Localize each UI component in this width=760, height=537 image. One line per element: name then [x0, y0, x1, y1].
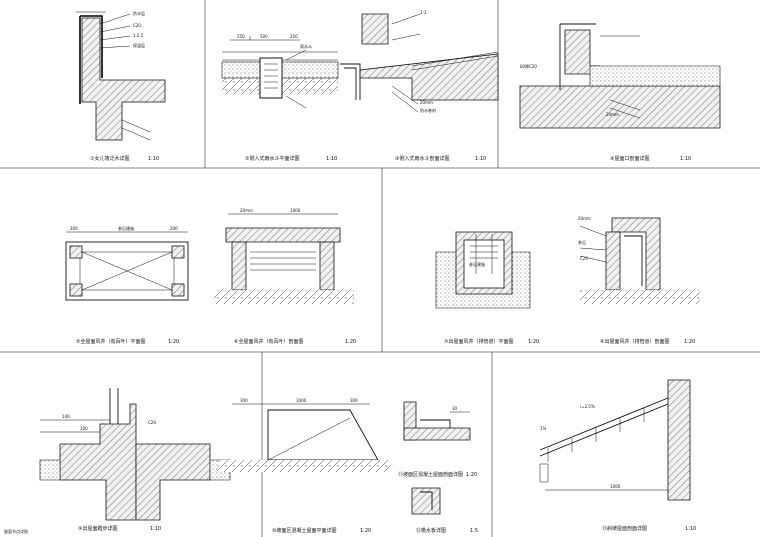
- detail-1-scale: 1:10: [148, 156, 159, 162]
- detail-11-scale: 1:20: [466, 472, 477, 478]
- detail-13-scale: 1:10: [685, 526, 696, 532]
- detail-12-scale: 1:5: [470, 528, 478, 534]
- svg-text:参见建施: 参见建施: [469, 261, 485, 267]
- svg-text:30: 30: [452, 406, 458, 411]
- detail-4-scale: 1:10: [680, 156, 691, 162]
- detail-13-caption: ⑬斜坡屋面剖面详图: [602, 525, 647, 532]
- detail-8-caption: ⑧出屋面风井（排管道）剖面图: [600, 338, 669, 345]
- svg-text:1000: 1000: [296, 398, 307, 403]
- detail-8: 20mm 参见 C20 ⑧出屋面风井（排管道）剖面图 1:20: [578, 216, 700, 345]
- detail-1: 防水层 C20 1:2.5 保温层 ①女儿墙泛水详图 1:10: [76, 10, 166, 162]
- detail-11: 30 ⑪坡面区混凝土屋面剖面详图 1:20: [398, 401, 477, 478]
- detail-3-scale: 1:10: [475, 156, 486, 162]
- svg-text:C20: C20: [133, 23, 141, 28]
- detail-10-caption: ⑩坡面区混凝土屋面平面详图: [272, 527, 336, 534]
- detail-12: ⑫檐水板详图 1:5: [411, 487, 478, 534]
- svg-text:250: 250: [237, 34, 245, 39]
- svg-text:20mm: 20mm: [240, 208, 253, 213]
- detail-6-scale: 1:20: [345, 339, 356, 345]
- svg-text:200: 200: [70, 226, 78, 231]
- detail-11-caption: ⑪坡面区混凝土屋面剖面详图: [398, 471, 463, 478]
- detail-10: 300 1000 300 ⑩坡面区混凝土屋面平面详图 1:20: [218, 398, 390, 534]
- svg-text:1:2.5: 1:2.5: [133, 33, 144, 38]
- detail-1-caption: ①女儿墙泛水详图: [90, 155, 129, 162]
- svg-text:300: 300: [240, 398, 248, 403]
- detail-2: 250 500 250 雨水斗 ②侧入式雨水斗平面详图 1:10: [221, 34, 339, 162]
- svg-text:20mm: 20mm: [578, 216, 591, 221]
- detail-2-scale: 1:10: [326, 156, 337, 162]
- svg-text:100: 100: [80, 426, 88, 431]
- detail-5-caption: ⑤全屋面风井（有百叶）平面图: [76, 338, 145, 345]
- detail-7: 参见建施 ⑦出屋面风井（排管道）平面图 1:20: [435, 231, 539, 345]
- svg-text:20mm: 20mm: [606, 112, 619, 117]
- svg-text:雨水斗: 雨水斗: [300, 43, 312, 49]
- detail-4-caption: ④屋面口剖面详图: [610, 155, 649, 162]
- svg-text:参见: 参见: [578, 239, 586, 245]
- svg-text:1:3: 1:3: [420, 10, 427, 15]
- svg-text:250: 250: [290, 34, 298, 39]
- svg-text:200: 200: [170, 226, 178, 231]
- detail-4: 60厚C20 20mm ④屋面口剖面详图 1:10: [519, 23, 721, 162]
- detail-6: 20mm 1000 ⑥全屋面风井（有百叶）剖面图 1:20: [214, 208, 356, 345]
- detail-9-scale: 1:10: [150, 526, 161, 532]
- detail-2-caption: ②侧入式雨水斗平面详图: [245, 155, 299, 162]
- svg-text:C20: C20: [148, 420, 156, 425]
- detail-10-scale: 1:20: [360, 528, 371, 534]
- detail-6-caption: ⑥全屋面风井（有百叶）剖面图: [234, 338, 303, 345]
- svg-text:60厚C20: 60厚C20: [520, 64, 537, 69]
- svg-text:1000: 1000: [290, 208, 301, 213]
- svg-text:防水层: 防水层: [133, 10, 145, 16]
- detail-12-caption: ⑫檐水板详图: [416, 527, 446, 534]
- detail-5: 200 参见建施 200 ⑤全屋面风井（有百叶）平面图 1:20: [65, 225, 189, 345]
- detail-7-caption: ⑦出屋面风井（排管道）平面图: [444, 338, 513, 345]
- detail-3: 1:3 20mm 防水卷材 ③侧入式雨水斗剖面详图 1:10: [340, 10, 499, 162]
- svg-text:C20: C20: [580, 256, 588, 261]
- detail-7-scale: 1:20: [528, 339, 539, 345]
- detail-3-caption: ③侧入式雨水斗剖面详图: [395, 155, 449, 162]
- sheet-title: 屋面节点详图: [4, 528, 28, 534]
- detail-9-caption: ⑨出屋面踏步详图: [78, 525, 117, 532]
- svg-text:140: 140: [62, 414, 70, 419]
- svg-text:1%: 1%: [540, 426, 547, 431]
- detail-13: 1000 i=2.5% 1% ⑬斜坡屋面剖面详图 1:10: [539, 379, 696, 532]
- svg-text:防水卷材: 防水卷材: [420, 107, 436, 113]
- svg-text:参见建施: 参见建施: [118, 225, 134, 231]
- svg-text:300: 300: [350, 398, 358, 403]
- detail-9: 140 100 C20 ⑨出屋面踏步详图 1:10: [39, 388, 231, 532]
- detail-5-scale: 1:20: [168, 339, 179, 345]
- svg-text:i=2.5%: i=2.5%: [580, 404, 595, 409]
- svg-text:20mm: 20mm: [420, 100, 433, 105]
- detail-8-scale: 1:20: [684, 339, 695, 345]
- svg-text:500: 500: [260, 34, 268, 39]
- svg-text:保温层: 保温层: [133, 42, 145, 48]
- svg-text:1000: 1000: [610, 484, 621, 489]
